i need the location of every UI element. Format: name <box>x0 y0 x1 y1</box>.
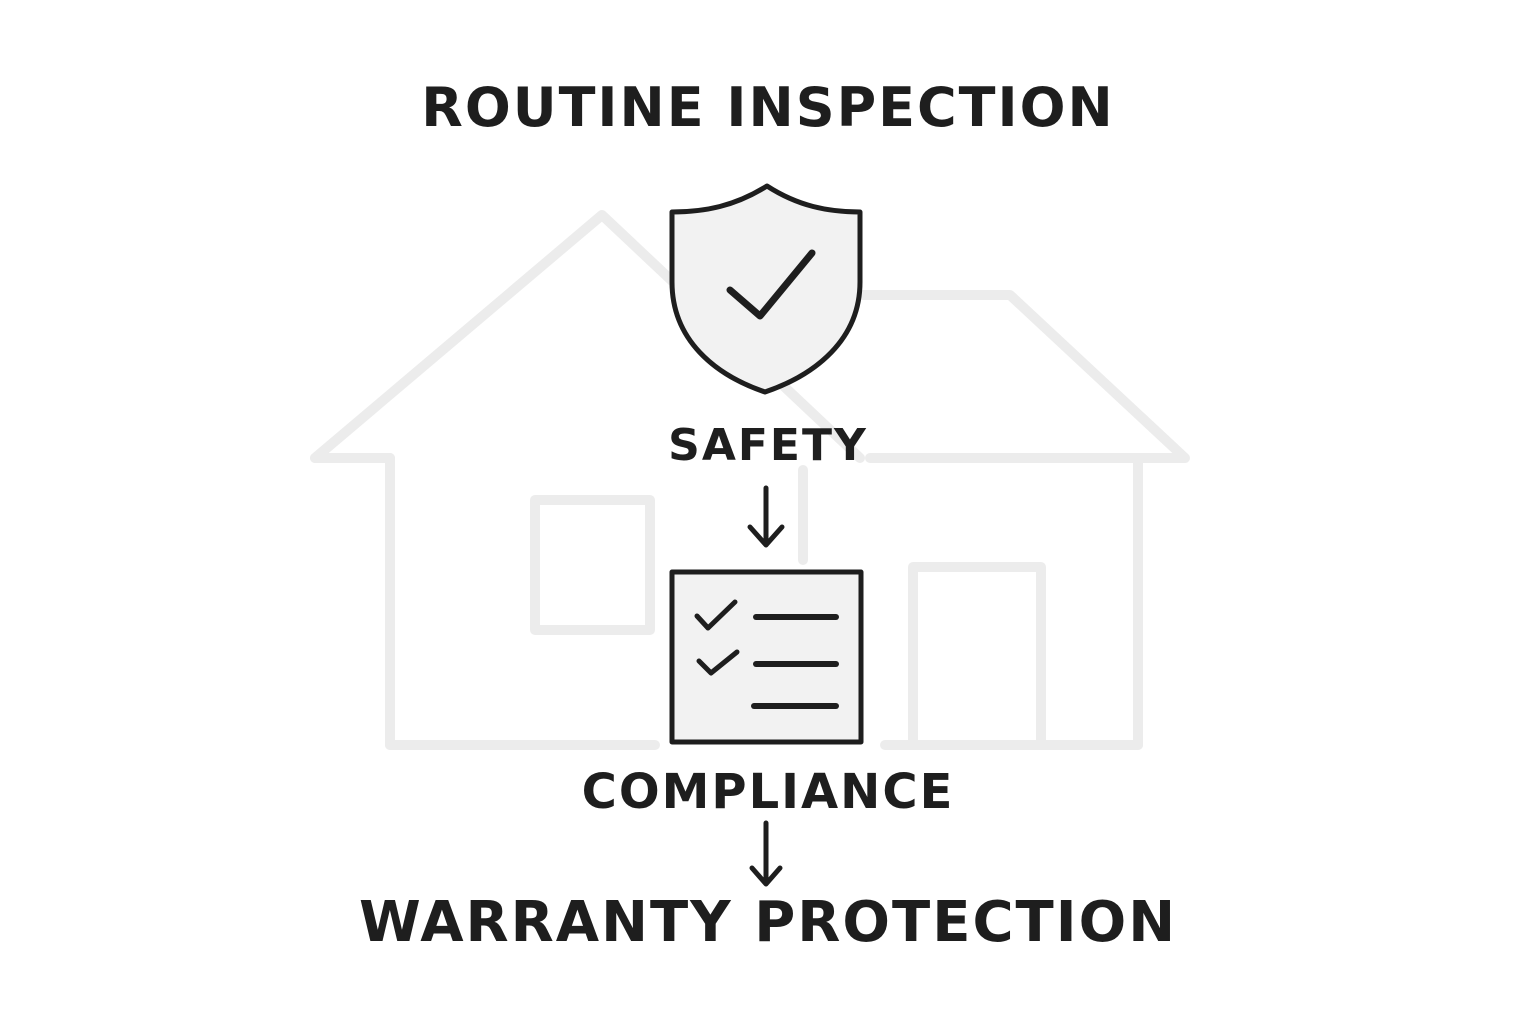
shield-check-icon <box>669 183 863 395</box>
step-label-compliance: COMPLIANCE <box>581 764 955 820</box>
diagram-title: ROUTINE INSPECTION <box>421 76 1115 139</box>
step-label-warranty-protection: WARRANTY PROTECTION <box>358 890 1178 955</box>
step-label-safety: SAFETY <box>668 420 868 471</box>
checklist-icon <box>669 569 864 745</box>
arrow-down-icon <box>749 820 783 887</box>
arrow-down-icon <box>747 485 785 548</box>
